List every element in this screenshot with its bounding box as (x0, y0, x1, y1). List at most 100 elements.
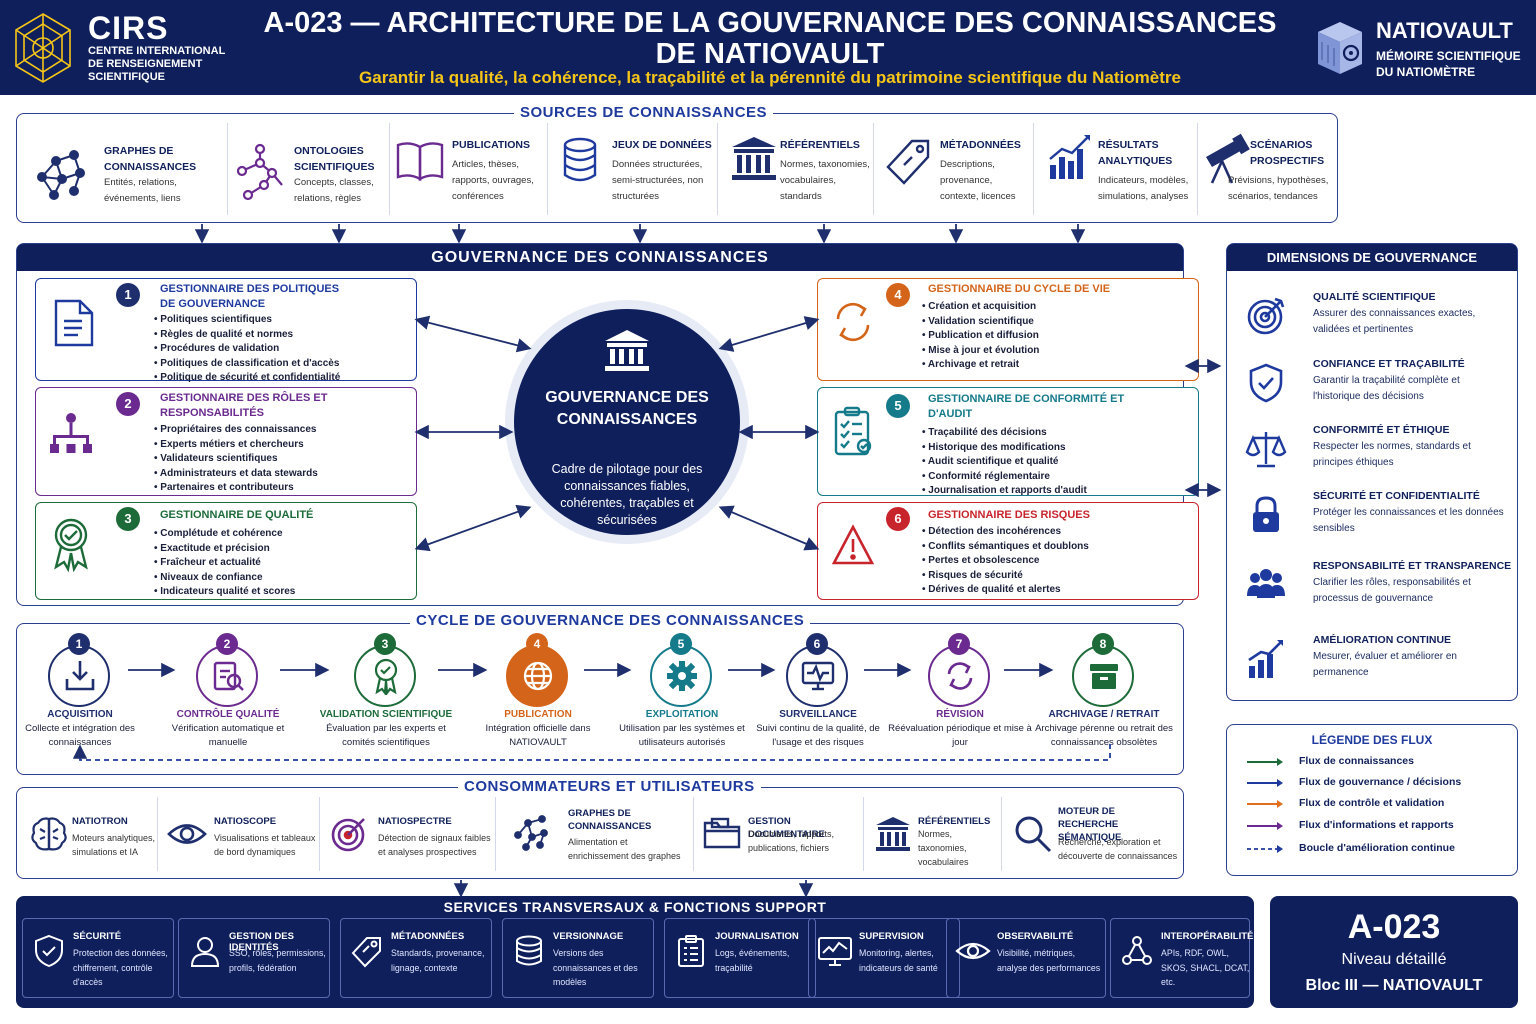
manager-item: Archivage et retrait (922, 358, 1039, 373)
manager-card-policies: 1 GESTIONNAIRE DES POLITIQUES DE GOUVERN… (35, 278, 417, 383)
consumer-item: RÉFÉRENTIELS Normes, taxonomies, vocabul… (864, 797, 1002, 871)
consumer-title: NATIOTRON (72, 816, 128, 827)
legend-label: Flux de contrôle et validation (1299, 797, 1445, 809)
dimension-title: CONFORMITÉ ET ÉTHIQUE (1313, 424, 1450, 436)
dimension-desc: Assurer des connaissances exactes, valid… (1313, 308, 1476, 335)
step-number: 1 (68, 633, 90, 655)
shield-check-icon (1249, 363, 1283, 403)
governance-hub: GOUVERNANCE DES CONNAISSANCES Cadre de p… (514, 309, 740, 535)
source-desc: Concepts, classes, relations, règles (294, 177, 374, 204)
eye-icon (167, 824, 207, 844)
service-title: MÉTADONNÉES (391, 931, 465, 942)
checklist-icon (834, 406, 872, 456)
manager-item: Traçabilité des décisions (922, 426, 1087, 441)
archive-icon (1090, 664, 1118, 689)
legend-arrow-icon (1247, 822, 1283, 830)
manager-item: Partenaires et contributeurs (154, 481, 318, 496)
manager-item: Risques de sécurité (922, 569, 1089, 584)
folder-icon (703, 817, 741, 849)
gear-icon (667, 661, 697, 691)
dimension-desc: Protéger les connaissances et les donnée… (1313, 507, 1504, 534)
source-item: GRAPHES DE CONNAISSANCES Entités, relati… (20, 123, 228, 215)
service-item: GESTION DES IDENTITÉS SSO, rôles, permis… (178, 918, 330, 998)
step-circle (48, 645, 110, 707)
manager-title: GESTIONNAIRE DU CYCLE DE VIE (928, 283, 1111, 295)
source-title: RÉFÉRENTIELS (780, 139, 860, 151)
legend-label: Flux de gouvernance / décisions (1299, 776, 1462, 788)
service-item: INTEROPÉRABILITÉ APIs, RDF, OWL, SKOS, S… (1110, 918, 1253, 998)
refresh-icon (947, 662, 973, 690)
product-name: NATIOVAULT (1376, 18, 1513, 43)
manager-number: 4 (886, 283, 910, 307)
target-icon (331, 818, 365, 852)
manager-item: Règles de qualité et normes (154, 328, 340, 343)
source-item: RÉSULTATS ANALYTIQUES Indicateurs, modèl… (1034, 123, 1198, 215)
service-item: JOURNALISATION Logs, événements, traçabi… (664, 918, 816, 998)
badge-id: A-023 (1347, 908, 1441, 946)
service-desc: Versions des connaissances et des modèle… (553, 948, 638, 987)
cycle-title: CYCLE DE GOUVERNANCE DES CONNAISSANCES (410, 612, 811, 629)
legend-arrow-icon (1247, 758, 1283, 766)
service-desc: Logs, événements, traçabilité (715, 948, 790, 973)
database-icon (516, 935, 542, 966)
step-title: EXPLOITATION (645, 709, 719, 720)
step-desc: Vérification automatique et manuelle (171, 723, 285, 748)
refresh-icon (836, 302, 870, 342)
org-name: CIRS (88, 10, 169, 46)
institution-icon (732, 137, 776, 180)
legend-label: Boucle d'amélioration continue (1299, 842, 1455, 854)
legend-arrow-icon (1247, 800, 1283, 808)
hub-title: GOUVERNANCE DES CONNAISSANCES (545, 389, 709, 428)
source-item: RÉFÉRENTIELS Normes, taxonomies, vocabul… (718, 123, 874, 215)
dimensions-title: DIMENSIONS DE GOUVERNANCE (1227, 244, 1517, 271)
manager-item: Propriétaires des connaissances (154, 423, 318, 438)
step-number: 4 (526, 633, 548, 655)
globe-icon (523, 661, 553, 691)
graph-icon (37, 150, 85, 200)
step-title: CONTRÔLE QUALITÉ (176, 709, 280, 720)
legend-item: Flux de connaissances (1245, 755, 1505, 769)
manager-number: 5 (886, 394, 910, 418)
manager-item: Procédures de validation (154, 342, 340, 357)
step-number: 2 (216, 633, 238, 655)
consumer-title: MOTEUR DE RECHERCHE SÉMANTIQUE (1058, 806, 1122, 843)
service-title: SUPERVISION (859, 931, 924, 942)
source-item: JEUX DE DONNÉES Données structurées, sem… (548, 123, 718, 215)
page-title: A-023 — ARCHITECTURE DE LA GOUVERNANCE D… (263, 7, 1277, 70)
consumer-desc: Alimentation et enrichissement des graph… (568, 837, 681, 861)
manager-item: Validateurs scientifiques (154, 452, 318, 467)
governance-title: GOUVERNANCE DES CONNAISSANCES (17, 244, 1183, 271)
services-title: SERVICES TRANSVERSAUX & FONCTIONS SUPPOR… (443, 899, 827, 915)
header-banner: CIRS CENTRE INTERNATIONAL DE RENSEIGNEME… (0, 0, 1536, 95)
document-icon (54, 299, 94, 347)
source-desc: Descriptions, provenance, contexte, lice… (940, 159, 1016, 202)
dimension-item: CONFORMITÉ ET ÉTHIQUE Respecter les norm… (1227, 424, 1517, 484)
page-subtitle: Garantir la qualité, la cohérence, la tr… (359, 68, 1181, 87)
manager-item: Fraîcheur et actualité (154, 556, 295, 571)
manager-card-lifecycle: 4 GESTIONNAIRE DU CYCLE DE VIE Création … (817, 278, 1199, 381)
consumer-desc: Détection de signaux faibles et analyses… (378, 833, 491, 857)
service-desc: APIs, RDF, OWL, SKOS, SHACL, DCAT, etc. (1161, 948, 1250, 987)
consumer-title: RÉFÉRENTIELS (918, 816, 991, 827)
source-item: SCÉNARIOS PROSPECTIFS Prévisions, hypoth… (1198, 123, 1338, 215)
org-chart-icon (50, 413, 92, 453)
manager-item: Journalisation et rapports d'audit (922, 484, 1087, 499)
manager-item: Complétude et cohérence (154, 527, 295, 542)
manager-items: Détection des incohérences Conflits séma… (922, 525, 1089, 598)
source-desc: Données structurées, semi-structurées, n… (612, 159, 704, 202)
manager-items: Propriétaires des connaissances Experts … (154, 423, 318, 496)
consumer-desc: Visualisations et tableaux de bord dynam… (214, 833, 316, 857)
source-title: JEUX DE DONNÉES (612, 139, 712, 151)
legend-item: Flux d'informations et rapports (1245, 819, 1505, 833)
service-title: OBSERVABILITÉ (997, 931, 1074, 942)
step-desc: Archivage pérenne ou retrait des connais… (1035, 723, 1173, 748)
network-icon (1122, 936, 1152, 965)
manager-item: Experts métiers et chercheurs (154, 438, 318, 453)
legend-label: Flux d'informations et rapports (1299, 819, 1454, 831)
manager-item: Niveaux de confiance (154, 571, 295, 586)
people-icon (1247, 569, 1285, 598)
step-desc: Évaluation par les experts et comités sc… (326, 723, 446, 748)
manager-items: Politiques scientifiques Règles de quali… (154, 313, 340, 386)
legend-item: Flux de contrôle et validation (1245, 797, 1505, 811)
institution-icon (605, 330, 649, 371)
